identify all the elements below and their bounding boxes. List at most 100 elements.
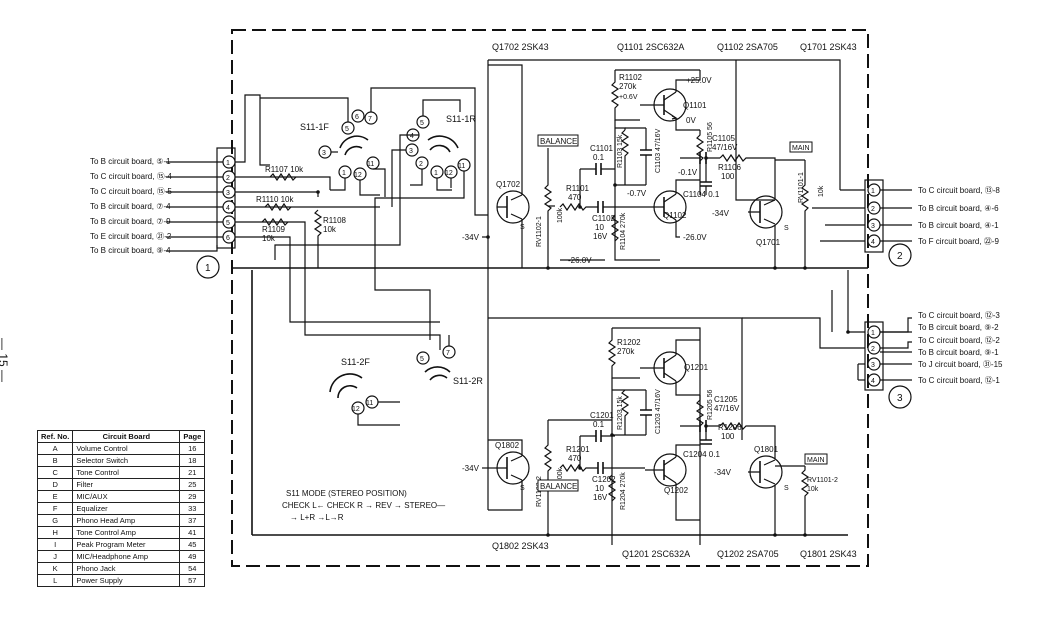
c1202-value2: 16V [593, 493, 608, 502]
c1205-label: C1205 [714, 395, 738, 404]
svg-text:3: 3 [322, 150, 326, 157]
page-cell: 18 [179, 454, 206, 467]
svg-text:1: 1 [434, 170, 438, 177]
r1110-label: R1110 10k [256, 195, 295, 204]
page-cell: 41 [179, 526, 206, 539]
rv1101-2-value: 10k [807, 486, 819, 493]
svg-text:1: 1 [226, 160, 230, 167]
r1202-label: R1202 [617, 338, 641, 347]
page-cell: 49 [179, 550, 206, 563]
switch-s11-1f[interactable]: 5 6 7 3 1 12 11 [318, 109, 380, 181]
connector-1-id: 1 [205, 263, 211, 274]
svg-text:12: 12 [445, 170, 453, 177]
r1110-resistor [264, 202, 292, 212]
switch-s11-2f[interactable]: 12 11 [329, 373, 379, 415]
svg-text:To C circuit board, ⑫-3: To C circuit board, ⑫-3 [918, 311, 1000, 320]
r1201-resistor [559, 463, 595, 473]
r1106-label: R1106 [718, 163, 742, 172]
connector-3-housing [864, 321, 884, 391]
voltage-minus26-top: -26.0V [683, 233, 707, 242]
circuit-board-cell: Equalizer [72, 502, 181, 515]
r1101-resistor [559, 202, 595, 212]
circuit-board-cell: Phono Jack [72, 562, 181, 575]
q1201-ref: Q1201 [684, 363, 709, 372]
svg-text:4: 4 [871, 239, 875, 246]
c1202-label: C1202 [592, 475, 616, 484]
svg-text:3: 3 [226, 190, 230, 197]
r1202-value: 270k [617, 347, 635, 356]
svg-text:12: 12 [352, 406, 360, 413]
r1201-value: 470 [568, 454, 582, 463]
connector-3-pin-2: 2 To C circuit board, ⑫-2 [867, 336, 1000, 355]
svg-text:S: S [784, 485, 789, 492]
c1202-value: 10 [595, 484, 604, 493]
svg-text:4: 4 [871, 378, 875, 385]
q1102-label: Q1102 2SA705 [717, 42, 778, 52]
svg-text:MAIN: MAIN [792, 145, 810, 152]
c1101-label: C1101 [590, 144, 614, 153]
r1109-label: R1109 [262, 225, 286, 234]
voltage-minus34-q1701: -34V [712, 209, 730, 218]
r1103-resistor [620, 129, 630, 185]
voltage-m01: -0.1V [678, 168, 698, 177]
svg-text:12: 12 [354, 172, 362, 179]
svg-text:5: 5 [226, 220, 230, 227]
switch-s11-2f-label: S11-2F [341, 357, 370, 367]
r1206-label: R1206 [718, 423, 742, 432]
svg-text:To B circuit board, ⑨-1: To B circuit board, ⑨-1 [918, 348, 999, 357]
r1108-value: 10k [323, 225, 337, 234]
connector-1-pins: 1 To B circuit board, ⑤-1 2 To C circuit… [90, 155, 236, 255]
svg-text:To E circuit board, ㉑-2: To E circuit board, ㉑-2 [90, 232, 172, 241]
r1102-label: R1102 [619, 73, 643, 82]
connector-2-id-circle [888, 243, 912, 267]
connector-1-pin-1: 1 To B circuit board, ⑤-1 [90, 155, 236, 169]
c1102-value2: 16V [593, 232, 608, 241]
svg-text:1: 1 [871, 330, 875, 337]
connector-1-pin-3: 3 To C circuit board, ⑮-5 [90, 185, 236, 199]
c1104-label: C1104 0.1 [683, 190, 720, 199]
page-cell: 57 [179, 574, 206, 587]
connector-2-pin-3: 3 To B circuit board, ④-1 [867, 218, 999, 232]
page-cell: 21 [179, 466, 206, 479]
q1801-fet: S [748, 455, 789, 492]
voltage-minus34-q1702: -34V [462, 233, 480, 242]
balance-label-bottom [537, 479, 579, 492]
svg-text:5: 5 [420, 356, 424, 363]
svg-text:3: 3 [409, 148, 413, 155]
r1206-resistor [719, 421, 776, 535]
voltage-m07: -0.7V [627, 189, 647, 198]
page-cell: 37 [179, 514, 206, 527]
connector-2-pin-4: 4 To F circuit board, ㉒-9 [867, 234, 999, 248]
page-number: — 15 — [0, 338, 10, 382]
c1202-capacitor [597, 462, 604, 474]
q1702-fet: S [496, 190, 530, 231]
c1105-value: 47/16V [712, 143, 738, 152]
rv1102-2-pot [543, 420, 553, 535]
voltage-p06: +0.6V [619, 94, 638, 101]
connector-3-line-2: To B circuit board, ⑨-2 [880, 323, 999, 333]
connector-2-id: 2 [897, 251, 903, 262]
r1106-value: 100 [721, 172, 735, 181]
connector-2-housing [864, 179, 884, 253]
svg-text:To B circuit board, ⑨-4: To B circuit board, ⑨-4 [90, 246, 171, 255]
switch-s11-2r[interactable]: 5 7 [416, 345, 456, 381]
switch-s11-1r[interactable]: 5 4 3 2 1 12 11 [405, 115, 471, 179]
r1107-label: R1107 10k [265, 165, 304, 174]
r1201-label: R1201 [566, 445, 590, 454]
r1104-resistor [610, 214, 620, 242]
voltage-0v: 0V [686, 116, 696, 125]
svg-text:BALANCE: BALANCE [540, 137, 577, 146]
q1201-bottom-label: Q1201 2SC632A [622, 549, 690, 559]
connector-3-line-4: To B circuit board, ⑨-1 [880, 348, 999, 357]
page-cell: 29 [179, 490, 206, 503]
svg-text:BALANCE: BALANCE [540, 482, 577, 491]
switch-s11-1r-label: S11-1R [446, 114, 476, 124]
r1105-resistor [695, 130, 705, 195]
svg-text:6: 6 [226, 235, 230, 242]
svg-text:6: 6 [355, 114, 359, 121]
